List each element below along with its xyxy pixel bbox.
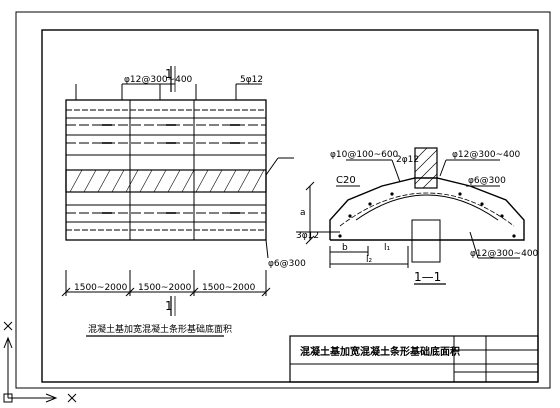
plan-rebar-top-left: φ12@300~400 xyxy=(124,75,193,85)
section-dim-l2: l₂ xyxy=(366,255,373,265)
section-title: 1—1 xyxy=(414,270,441,284)
plan-view xyxy=(61,66,294,316)
section-dim-l1: l₁ xyxy=(384,243,391,253)
plan-spacing-1: 1500~2000 xyxy=(74,283,128,293)
section-concrete: C20 xyxy=(336,175,356,186)
section-dim-b: b xyxy=(342,243,348,253)
section-top-rebar: φ10@100~600 xyxy=(330,150,399,160)
section-view xyxy=(296,147,525,285)
section-right-rebar-1: φ12@300~400 xyxy=(452,150,521,160)
plan-section-mark-top: 1 xyxy=(165,67,173,81)
ucs-icon xyxy=(3,321,77,403)
plan-section-mark-bottom: 1 xyxy=(165,299,173,313)
section-right-rebar-3: φ12@300~400 xyxy=(470,249,539,259)
plan-rebar-right: φ6@300 xyxy=(268,259,306,269)
section-right-rebar-2: φ6@300 xyxy=(468,176,506,186)
title-block-title: 混凝土基加宽混凝土条形基础底面积 xyxy=(300,345,460,358)
section-mid-rebar: 2φ12 xyxy=(396,155,419,165)
section-bottom-rebar: 3φ12 xyxy=(296,231,319,241)
plan-rebar-top-right: 5φ12 xyxy=(240,75,263,85)
plan-spacing-3: 1500~2000 xyxy=(202,283,256,293)
plan-caption: 混凝土基加宽混凝土条形基础底面积 xyxy=(88,323,232,335)
plan-spacing-2: 1500~2000 xyxy=(138,283,192,293)
section-dim-a: a xyxy=(300,208,306,218)
title-block xyxy=(289,335,539,383)
outer-frame xyxy=(15,11,551,389)
